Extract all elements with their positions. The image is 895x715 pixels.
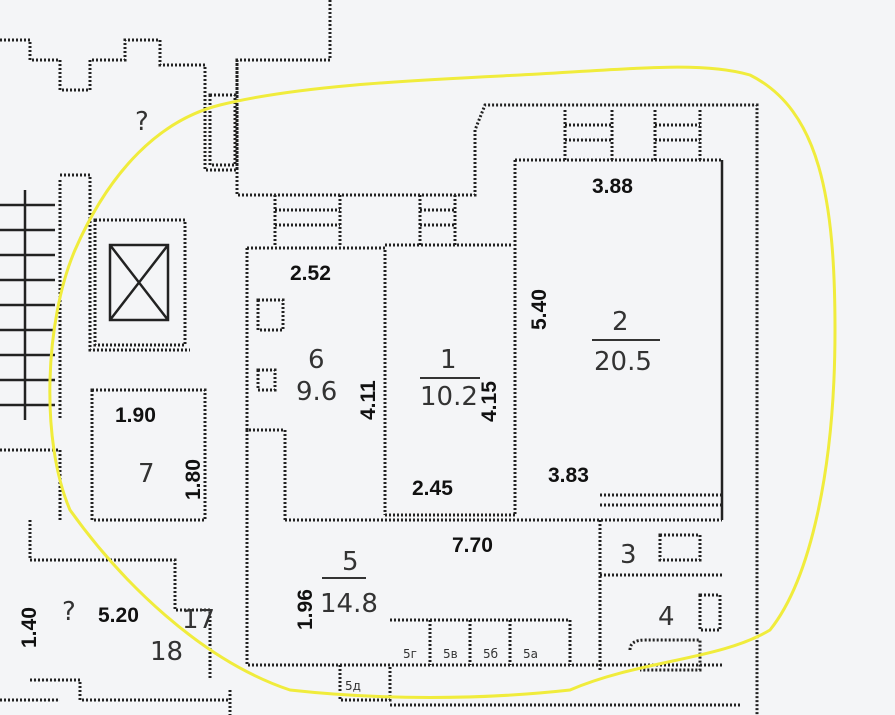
dim-3-88: 3.88 [592,175,633,198]
dim-5-20: 5.20 [98,604,139,627]
room-5-id: 5 [342,547,359,577]
dim-3-83: 3.83 [548,464,589,487]
dim-2-52: 2.52 [290,262,331,285]
dim-1-40: 1.40 [18,607,41,648]
dim-1-90: 1.90 [115,404,156,427]
labels: 3.88 5.40 2 20.5 3.83 2.52 6 9.6 4.11 1 … [18,107,675,693]
dim-4-15: 4.15 [478,381,501,422]
dim-1-80: 1.80 [182,459,205,500]
room-2-id: 2 [612,307,629,337]
room-5-area: 14.8 [320,589,378,619]
room-6-id: 6 [308,345,325,375]
closet-label: 5в [443,647,458,661]
highlight-outline [48,65,837,699]
closet-label: 5б [483,647,498,661]
room-6-area: 9.6 [296,377,337,407]
unknown-mark: ? [62,597,76,627]
room-1-id: 1 [440,345,457,375]
closet-label: 5г [403,647,417,661]
room-1-area: 10.2 [420,382,478,412]
room-3-id: 3 [620,540,637,570]
dim-7-70: 7.70 [452,534,493,557]
closet-label: 5д [345,679,361,693]
dim-2-45: 2.45 [412,477,453,500]
dim-5-40: 5.40 [528,289,551,330]
unknown-mark: ? [135,107,149,137]
room-4-id: 4 [658,602,675,632]
dim-4-11: 4.11 [357,380,380,420]
room-2-area: 20.5 [594,347,652,377]
room-17-id: 17 [182,605,215,635]
dim-1-96: 1.96 [294,589,317,630]
closet-label: 5а [523,647,538,661]
room-7-id: 7 [138,459,155,489]
room-18-id: 18 [150,637,183,667]
walls [0,0,759,715]
